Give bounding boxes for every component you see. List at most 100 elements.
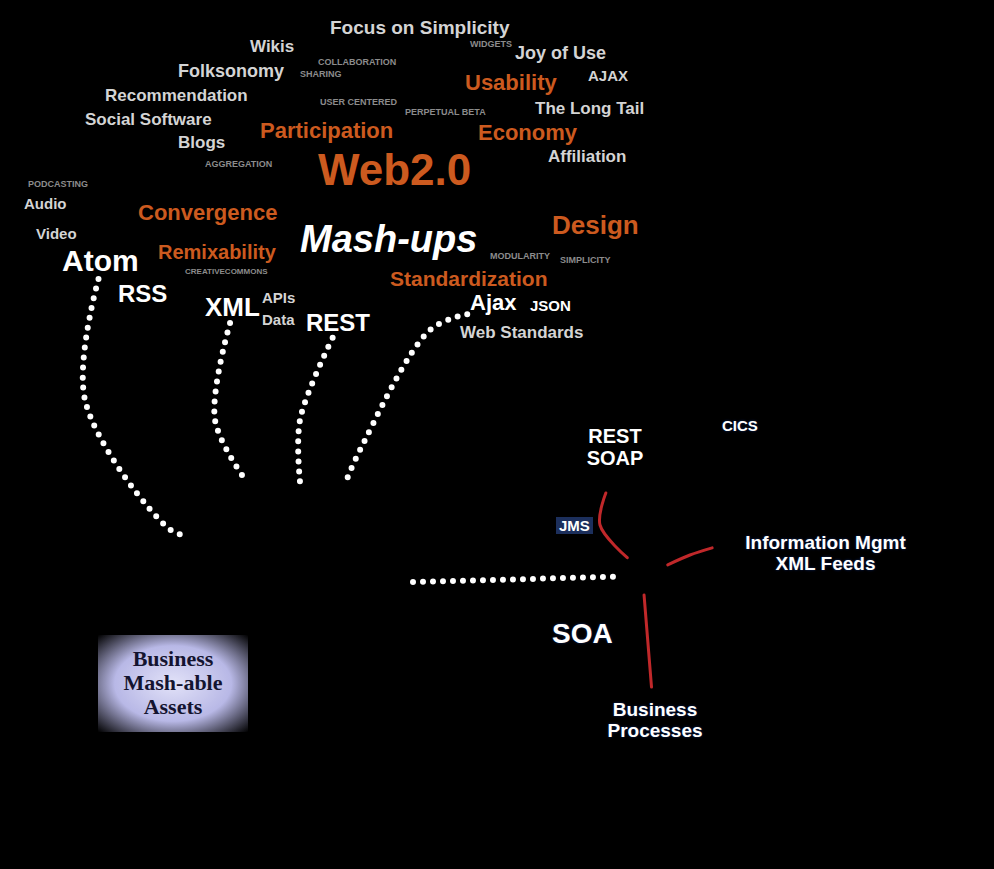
cloud-word: COLLABORATION bbox=[318, 58, 396, 67]
cloud-word: Blogs bbox=[178, 134, 225, 151]
paper-line bbox=[500, 705, 566, 706]
rack-stripe bbox=[546, 477, 604, 480]
cloud-word: Data bbox=[262, 312, 295, 327]
rack-stripe bbox=[546, 409, 604, 412]
cloud-word: Joy of Use bbox=[515, 44, 606, 62]
cloud-word: AGGREGATION bbox=[205, 160, 272, 169]
edge-label: JMS bbox=[556, 517, 593, 534]
cloud-word: Participation bbox=[260, 120, 393, 142]
cloud-word: The Long Tail bbox=[535, 100, 644, 117]
cloud-word: JSON bbox=[530, 298, 571, 313]
server-box: REST SOAP bbox=[535, 395, 695, 490]
arrow-band bbox=[225, 505, 369, 558]
node-label: Information Mgmt XML Feeds bbox=[733, 533, 918, 575]
hand bbox=[797, 689, 994, 869]
cloud-word: Economy bbox=[478, 122, 577, 144]
red-connector bbox=[599, 493, 627, 558]
cloud-word: Audio bbox=[24, 196, 67, 211]
rack-stripe bbox=[852, 401, 900, 404]
cycle-icon: Business Mash-able Assets bbox=[190, 485, 410, 685]
dotted-connector bbox=[413, 577, 617, 582]
dotted-connector bbox=[214, 323, 247, 482]
node-label: SOA bbox=[552, 620, 613, 648]
small-server bbox=[495, 525, 533, 583]
arrow-outline bbox=[231, 612, 376, 665]
tag-cloud: AtomXMLRESTAjaxFocus on SimplicityWikisJ… bbox=[0, 0, 668, 372]
globe-meridian bbox=[660, 318, 780, 862]
cloud-word: Standardization bbox=[390, 268, 548, 289]
cloud-word: Affiliation bbox=[548, 148, 626, 165]
rack-stripe bbox=[621, 404, 687, 407]
globe-outline bbox=[445, 315, 994, 865]
rack-stripe bbox=[621, 479, 687, 482]
globe-parallel bbox=[448, 420, 992, 760]
globe-shape bbox=[448, 318, 992, 862]
cloud-word: MODULARITY bbox=[490, 252, 550, 261]
arrow-band bbox=[231, 612, 376, 665]
node-label: Atom bbox=[62, 246, 139, 276]
node-label: Ajax bbox=[470, 292, 516, 314]
node-label: Business Mash-able Assets bbox=[98, 635, 248, 732]
highlight-disc bbox=[755, 665, 994, 869]
storage-box: Information Mgmt XML Feeds bbox=[715, 430, 930, 595]
process-box: Business Processes bbox=[585, 690, 725, 770]
rack-stripe bbox=[500, 534, 528, 536]
globe-meridian bbox=[580, 318, 860, 862]
cloud-word: PERPETUAL BETA bbox=[405, 108, 486, 117]
tech-term: XML bbox=[205, 294, 260, 320]
jack-port bbox=[633, 568, 652, 582]
cloud-word: WIDGETS bbox=[470, 40, 512, 49]
cloud-word: PODCASTING bbox=[28, 180, 88, 189]
cloud-word: AJAX bbox=[588, 68, 628, 83]
node-label: REST SOAP bbox=[580, 425, 650, 469]
cloud-word: Folksonomy bbox=[178, 62, 284, 80]
cloud-word: APIs bbox=[262, 290, 295, 305]
cloud-word: Remixability bbox=[158, 242, 276, 262]
globe-parallel bbox=[448, 510, 992, 670]
dotted-connector bbox=[83, 279, 187, 536]
cloud-word: CREATIVECOMMONS bbox=[185, 268, 268, 276]
tech-term: Atom bbox=[62, 246, 139, 276]
cloud-word: Convergence bbox=[138, 202, 277, 224]
cloud-word: Mash-ups bbox=[300, 220, 477, 258]
cloud-word: Web Standards bbox=[460, 324, 583, 341]
paper-sheet bbox=[480, 662, 577, 742]
globe-meridian bbox=[505, 318, 935, 862]
dotted-connector bbox=[298, 338, 332, 482]
finger-line bbox=[868, 677, 918, 690]
node-label: REST bbox=[306, 311, 370, 335]
soa-globe: REST SOAP SOA Information Mgmt XML FeedsBu… bbox=[445, 315, 994, 865]
server-rack bbox=[705, 398, 773, 460]
cloud-shape bbox=[2, 2, 666, 370]
plug bbox=[806, 636, 851, 686]
tech-term: Ajax bbox=[470, 292, 517, 314]
node-label: XML bbox=[205, 294, 260, 320]
cloud-word: Usability bbox=[465, 72, 557, 94]
paper-line bbox=[500, 735, 566, 736]
cloud-word: Social Software bbox=[85, 111, 212, 128]
storage-cylinder bbox=[760, 507, 830, 523]
cloud-word: Focus on Simplicity bbox=[330, 18, 509, 37]
tall-server bbox=[845, 390, 907, 530]
paper-sheet bbox=[492, 692, 576, 762]
cloud-word: Video bbox=[36, 226, 77, 241]
papers bbox=[480, 662, 577, 762]
dotted-connector bbox=[346, 314, 468, 482]
node-label: Business Processes bbox=[590, 700, 720, 742]
paper-line bbox=[500, 720, 566, 721]
rack-stripe bbox=[852, 419, 900, 422]
node-label: CICS bbox=[722, 418, 758, 433]
cable bbox=[745, 688, 826, 869]
cloud-word: Recommendation bbox=[105, 87, 248, 104]
storage-cylinder bbox=[760, 437, 830, 453]
cloud-word: Wikis bbox=[250, 38, 294, 55]
cloud-word: RSS bbox=[118, 282, 167, 306]
red-connector bbox=[644, 595, 651, 687]
rack-stripe bbox=[500, 544, 528, 546]
network-hub: SOA bbox=[620, 560, 665, 592]
arrow-head bbox=[212, 601, 250, 636]
network-jack bbox=[622, 562, 663, 590]
cloud-word: USER CENTERED bbox=[320, 98, 397, 107]
cloud-word: SHARING bbox=[300, 70, 342, 79]
hand-with-plug bbox=[745, 636, 994, 869]
